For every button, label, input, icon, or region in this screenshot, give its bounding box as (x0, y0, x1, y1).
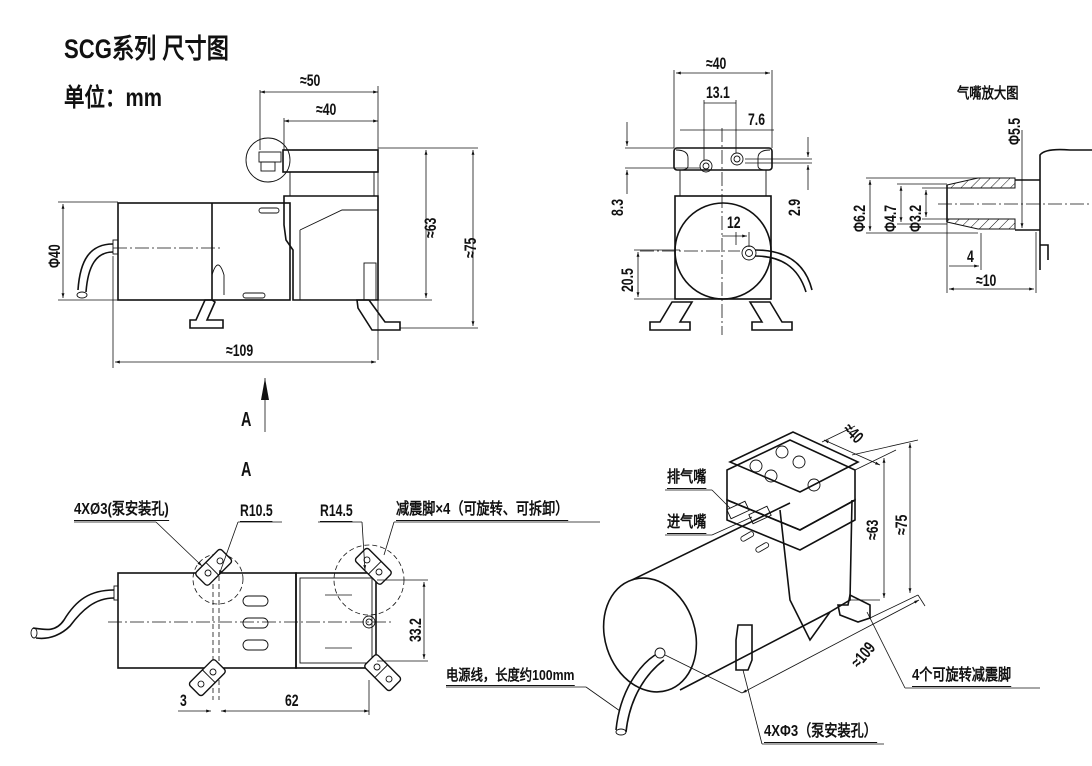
r10-5-circle (192, 553, 244, 605)
callout-radius-small: R10.5 (240, 501, 273, 522)
dim-total-length: ≈109 (226, 341, 254, 360)
bottom-foot-bl (188, 659, 226, 697)
dim-overall-length: ≈50 (300, 71, 321, 90)
bottom-dim-edge-offset: 3 (180, 691, 187, 710)
side-foot-left (189, 299, 224, 329)
bottom-motor-body (117, 572, 297, 669)
iso-dim-total-height: ≈75 (892, 514, 911, 535)
bottom-dim-hole-width: 33.2 (406, 618, 425, 642)
view-label: A (241, 459, 252, 481)
bottom-cable (32, 589, 115, 640)
nozzle-dim-outer: Φ6.2 (850, 204, 869, 232)
nozzle-base-block (1039, 148, 1092, 270)
front-dim-port-gap: 2.9 (785, 198, 804, 216)
iso-foot-rear (837, 593, 871, 623)
front-dim-port-offset: 7.6 (748, 110, 766, 129)
nozzle-detail-title: 气嘴放大图 (957, 85, 1019, 102)
dim-total-height: ≈75 (461, 237, 480, 258)
front-dim-axis-height: 20.5 (618, 268, 637, 292)
callout-intake-nozzle: 进气嘴 (667, 515, 707, 534)
side-nozzle-detail-circle (245, 137, 291, 183)
iso-dim-line-109 (741, 599, 920, 694)
page-title: SCG系列 尺寸图 (64, 34, 229, 64)
iso-cable (615, 654, 665, 733)
front-body (674, 195, 772, 300)
iso-foot-front (735, 624, 753, 671)
dim-head-length: ≈40 (316, 100, 337, 119)
callout-radius-large: R14.5 (320, 501, 353, 522)
bottom-dim-hole-spacing: 62 (285, 691, 299, 710)
front-foot-left (649, 301, 694, 331)
front-view (625, 70, 813, 335)
front-dim-port-height: 8.3 (608, 198, 627, 216)
side-view (58, 86, 478, 368)
front-dim-width: ≈40 (706, 54, 727, 73)
dim-motor-diameter: Φ40 (45, 244, 64, 268)
bottom-view (30, 521, 600, 715)
bottom-foot-tl (195, 548, 233, 586)
nozzle-detail (866, 130, 1092, 293)
dim-body-height: ≈63 (421, 217, 440, 238)
callout-iso-mount-holes: 4XΦ3（泵安装孔） (764, 724, 877, 743)
iso-dim-body-height: ≈63 (863, 519, 882, 540)
iso-view (446, 425, 1040, 745)
side-motor-body (117, 202, 291, 301)
nozzle-dim-inner: Φ3.2 (906, 204, 925, 232)
nozzle-dim-total: ≈10 (976, 271, 997, 290)
unit-label: 单位：mm (64, 84, 162, 112)
side-cable (77, 243, 114, 293)
view-arrow-label: A (241, 409, 252, 431)
front-dim-cable-offset: 12 (727, 213, 741, 232)
callout-exhaust-nozzle: 排气嘴 (667, 470, 707, 489)
bottom-pump-body (295, 572, 377, 669)
bottom-foot-br (364, 654, 402, 692)
callout-power-cable: 电源线，长度约100mm (446, 667, 575, 686)
side-pump-head (282, 149, 379, 173)
nozzle-dim-base: Φ5.5 (1005, 117, 1024, 145)
nozzle-dim-mid: Φ4.7 (881, 204, 900, 232)
iso-motor-endcap (602, 577, 698, 693)
front-foot-right (748, 301, 793, 331)
front-cable (754, 249, 813, 293)
front-dim-port-spacing: 13.1 (706, 83, 730, 102)
nozzle-dim-barb: 4 (967, 247, 974, 266)
iso-pump-head (726, 439, 856, 531)
callout-iso-feet: 4个可旋转减震脚 (912, 668, 1012, 687)
callout-feet: 减震脚×4（可旋转、可拆卸） (396, 502, 569, 521)
callout-mount-holes: 4XØ3(泵安装孔) (74, 502, 169, 521)
side-foot-right (356, 299, 401, 331)
